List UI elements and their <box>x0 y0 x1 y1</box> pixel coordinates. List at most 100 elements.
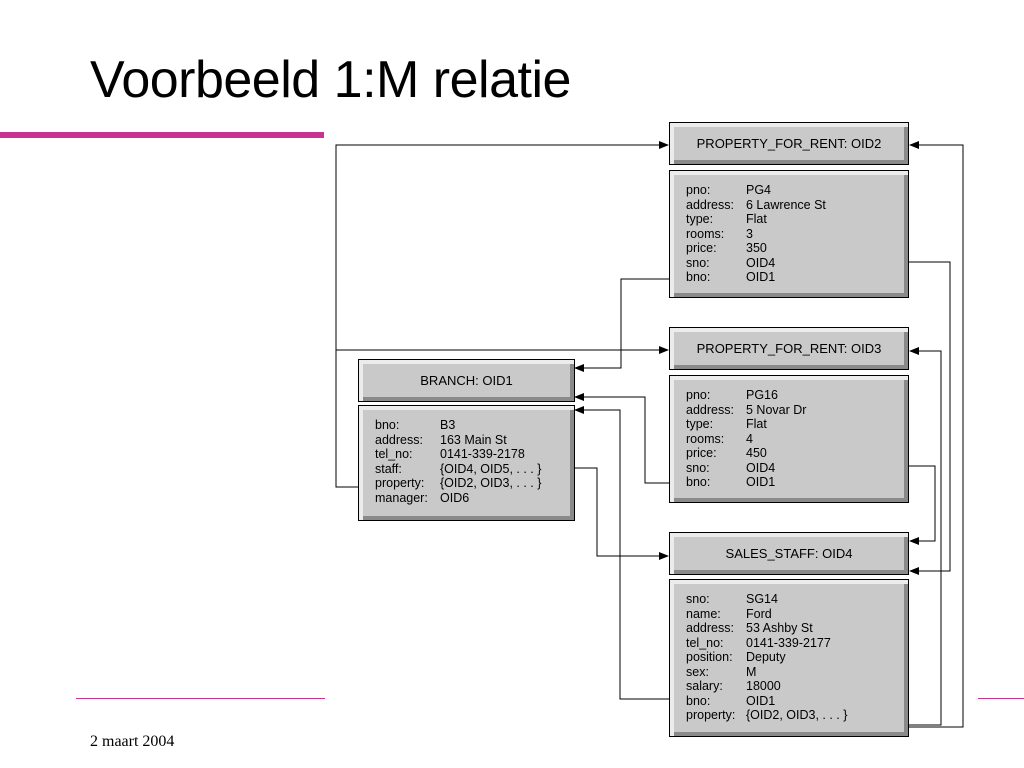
attribute-value: OID4 <box>746 460 776 475</box>
attribute-value: PG16 <box>746 388 778 402</box>
connector-branch-property-to-oid2 <box>335 141 669 488</box>
attribute-value: 4 <box>746 431 753 446</box>
attribute-key: price: <box>686 446 717 460</box>
attribute-key: manager: <box>375 490 428 505</box>
attribute-value: 3 <box>746 226 753 241</box>
attribute-value: 6 Lawrence St <box>746 197 826 212</box>
attribute-key: tel_no: <box>686 635 724 650</box>
attribute-key: pno: <box>686 183 711 197</box>
attribute-value: 5 Novar Dr <box>746 402 807 417</box>
attribute-value: Deputy <box>746 650 786 664</box>
attribute-row: bno: OID1 <box>686 694 892 709</box>
attribute-key: sno: <box>686 592 710 606</box>
attribute-row: price: 350 <box>686 241 892 256</box>
attribute-value: Flat <box>746 417 767 431</box>
attribute-key: tel_no: <box>375 447 413 461</box>
object-attributes: sno: SG14 name:Ford address: 53 Ashby St t… <box>669 579 909 737</box>
attribute-value: OID4 <box>746 255 776 270</box>
connector-oid2-sno-to-salesstaff <box>909 261 951 575</box>
attribute-row: sno:OID4 <box>686 256 892 271</box>
slide-title: Voorbeeld 1:M relatie <box>90 51 571 109</box>
attribute-value: Flat <box>746 212 767 226</box>
attribute-row: tel_no:0141-339-2177 <box>686 636 892 651</box>
attribute-row: address: 6 Lawrence St <box>686 198 892 213</box>
attribute-value: M <box>746 664 757 679</box>
attribute-key: property: <box>686 708 736 722</box>
attribute-value: 450 <box>746 446 767 460</box>
attribute-row: price: 450 <box>686 446 892 461</box>
attribute-key: bno: <box>686 693 711 708</box>
connector-oid3-sno-to-salesstaff <box>909 465 936 545</box>
connector-oid2-bno-to-branch <box>574 278 669 372</box>
attribute-key: address: <box>375 432 423 447</box>
connector-salesstaff-property-to-oid3 <box>909 347 942 726</box>
attribute-key: price: <box>686 241 717 255</box>
attribute-value: PG4 <box>746 183 772 197</box>
attribute-row: manager:OID6 <box>375 491 558 506</box>
attribute-value: OID1 <box>746 270 776 284</box>
attribute-row: address: 5 Novar Dr <box>686 403 892 418</box>
attribute-key: staff: <box>375 461 402 476</box>
attribute-row: rooms: 4 <box>686 432 892 447</box>
attribute-value: B3 <box>440 418 456 432</box>
attribute-value: 350 <box>746 241 767 255</box>
attribute-key: bno: <box>375 418 400 432</box>
attribute-row: type:Flat <box>686 212 892 227</box>
object-header: SALES_STAFF: OID4 <box>669 532 909 575</box>
attribute-key: sex: <box>686 664 709 679</box>
attribute-key: property: <box>375 476 425 490</box>
object-property-oid3: PROPERTY_FOR_RENT: OID3 pno: PG16 address… <box>669 327 909 503</box>
attribute-value: 163 Main St <box>440 432 507 447</box>
attribute-key: address: <box>686 402 734 417</box>
attribute-value: OID1 <box>746 475 776 489</box>
connector-oid3-bno-to-branch <box>574 393 669 484</box>
footer-date: 2 maart 2004 <box>90 733 175 750</box>
attribute-key: rooms: <box>686 226 725 241</box>
attribute-key: bno: <box>686 270 711 284</box>
attribute-row: rooms: 3 <box>686 227 892 242</box>
attribute-row: sno: OID4 <box>686 461 892 476</box>
attribute-value: {OID2, OID3, . . . } <box>746 708 848 722</box>
connector-salesstaff-property-to-oid2 <box>909 141 964 728</box>
attribute-row: address: 53 Ashby St <box>686 621 892 636</box>
attribute-row: pno: PG4 <box>686 183 892 198</box>
attribute-value: Ford <box>746 606 772 621</box>
attribute-key: address: <box>686 197 734 212</box>
object-property-oid2: PROPERTY_FOR_RENT: OID2 pno:PG4 address:… <box>669 122 909 298</box>
object-salesstaff-oid4: SALES_STAFF: OID4 sno: SG14 name:Ford add… <box>669 532 909 737</box>
attribute-row: staff: {OID4, OID5, . . . } <box>375 462 558 477</box>
attribute-row: sex: M <box>686 665 892 680</box>
attribute-row: tel_no: 0141-339-2178 <box>375 447 558 462</box>
attribute-row: property:{OID2, OID3, . . . } <box>375 476 558 491</box>
attribute-value: SG14 <box>746 592 778 606</box>
attribute-row: address: 163 Main St <box>375 433 558 448</box>
connector-branch-staff-to-salesstaff <box>575 467 669 560</box>
connector-salesstaff-bno-to-branch <box>574 406 669 700</box>
attribute-row: salary:18000 <box>686 679 892 694</box>
attribute-row: name:Ford <box>686 607 892 622</box>
attribute-key: position: <box>686 650 733 664</box>
attribute-key: rooms: <box>686 431 725 446</box>
object-attributes: pno:PG4 address:6 Lawrence St type:Flat … <box>669 170 909 298</box>
footer-rule-left <box>76 698 325 699</box>
attribute-key: pno: <box>686 388 711 402</box>
attribute-row: sno: SG14 <box>686 592 892 607</box>
attribute-row: bno: OID1 <box>686 270 892 285</box>
attribute-value: 53 Ashby St <box>746 621 813 635</box>
object-header: PROPERTY_FOR_RENT: OID3 <box>669 327 909 370</box>
attribute-row: position: Deputy <box>686 650 892 665</box>
object-attributes: pno: PG16 address: 5 Novar Dr type: Flat ro… <box>669 375 909 503</box>
attribute-row: bno: B3 <box>375 418 558 433</box>
attribute-key: type: <box>686 417 714 431</box>
attribute-key: bno: <box>686 475 711 489</box>
attribute-key: address: <box>686 621 734 635</box>
object-header: BRANCH: OID1 <box>358 359 575 402</box>
attribute-value: {OID4, OID5, . . . } <box>440 461 542 476</box>
attribute-value: OID1 <box>746 693 776 708</box>
attribute-value: 0141-339-2178 <box>440 447 525 461</box>
attribute-key: salary: <box>686 679 723 693</box>
attribute-key: sno: <box>686 460 710 475</box>
attribute-row: pno: PG16 <box>686 388 892 403</box>
title-underline-rule <box>0 132 324 138</box>
